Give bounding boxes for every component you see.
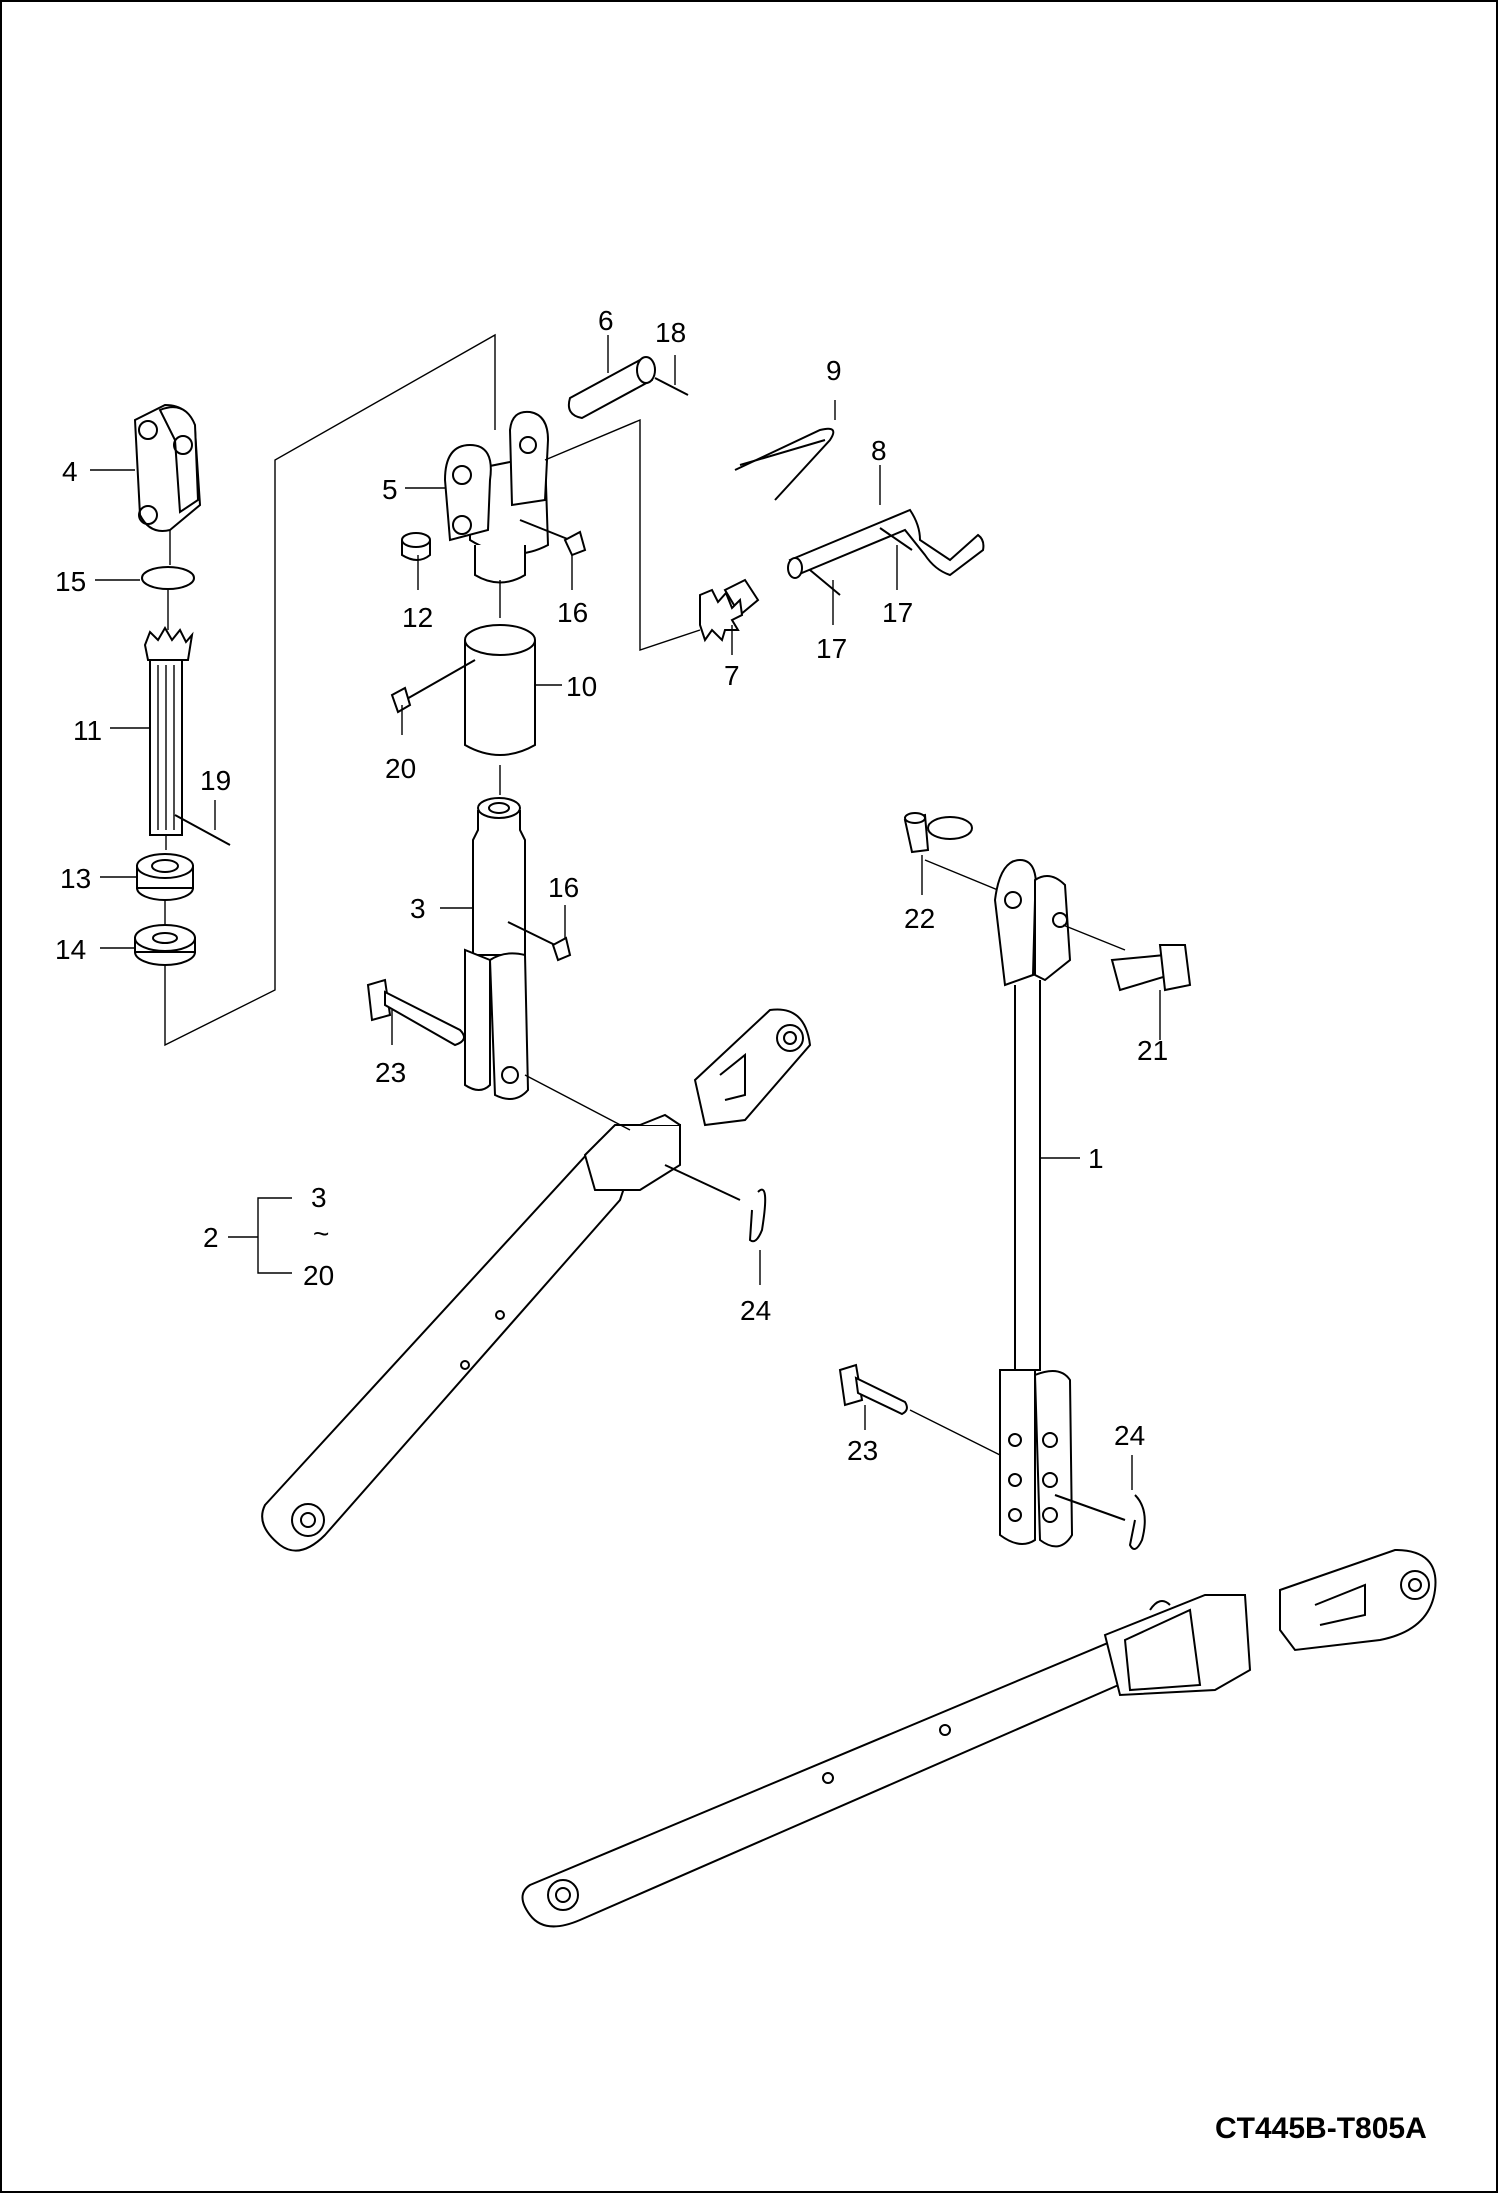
callout-8: 8 <box>871 435 887 466</box>
callout-24b: 24 <box>1114 1420 1145 1451</box>
callout-10: 10 <box>566 671 597 702</box>
callout-4: 4 <box>62 456 78 487</box>
callout-1: 1 <box>1088 1143 1104 1174</box>
callout-22: 22 <box>904 903 935 934</box>
part-8-crank-lever <box>787 508 985 579</box>
range-from: 3 <box>311 1182 327 1213</box>
callout-16b: 16 <box>548 872 579 903</box>
part-3-stem <box>464 797 530 1100</box>
part-1-lift-rod <box>993 858 1074 1548</box>
callout-9: 9 <box>826 355 842 386</box>
part-19-pin <box>174 814 231 846</box>
part-11-shaft <box>143 626 194 836</box>
callout-24a: 24 <box>740 1295 771 1326</box>
callout-19: 19 <box>200 765 231 796</box>
lower-link-right <box>521 1548 1437 1928</box>
part-13-nut <box>136 853 194 901</box>
leader-lines <box>90 335 1133 1490</box>
part-16-grease-fitting-top <box>519 519 587 557</box>
drawing-code: CT445B-T805A <box>1215 2112 1427 2145</box>
part-23-pin-left <box>366 978 465 1047</box>
part-18-pin <box>654 377 689 396</box>
callout-6: 6 <box>598 305 614 336</box>
callout-15: 15 <box>55 566 86 597</box>
callout-17b: 17 <box>816 633 847 664</box>
part-20-bolt <box>390 659 476 714</box>
part-9-wire-spring <box>734 427 835 501</box>
part-24-r-clip-right <box>1054 1494 1146 1550</box>
callout-20: 20 <box>385 753 416 784</box>
part-10-sleeve <box>464 624 536 756</box>
part-5-swivel <box>443 410 550 584</box>
callout-labels: 4 15 11 19 13 14 5 6 18 12 16 10 20 3 16… <box>55 305 1427 2145</box>
part-12-bushing <box>401 532 431 561</box>
part-23-pin-right <box>838 1363 908 1416</box>
callout-14: 14 <box>55 934 86 965</box>
part-21-pin <box>1062 924 1192 992</box>
callout-3: 3 <box>410 893 426 924</box>
callout-21: 21 <box>1137 1035 1168 1066</box>
assembly-bracket-left <box>164 333 496 1047</box>
callout-11: 11 <box>73 715 102 746</box>
part-17-pins <box>809 527 913 596</box>
part-7-gear <box>699 578 760 643</box>
part-14-bearing <box>134 924 196 966</box>
callout-23a: 23 <box>375 1057 406 1088</box>
callout-5: 5 <box>382 474 398 505</box>
part-4-yoke <box>133 403 202 532</box>
callout-18: 18 <box>655 317 686 348</box>
callout-7: 7 <box>724 660 740 691</box>
range-parent: 2 <box>203 1222 219 1253</box>
part-15-washer <box>141 566 195 590</box>
pin-guide-line <box>524 1074 631 1131</box>
assembly-bracket-right <box>544 418 701 651</box>
lower-link-left <box>261 1008 812 1552</box>
range-to: 20 <box>303 1260 334 1291</box>
part-6-pin <box>567 356 656 420</box>
callout-12: 12 <box>402 602 433 633</box>
part-24-r-clip-left <box>664 1164 767 1243</box>
callout-13: 13 <box>60 863 91 894</box>
range-symbol: ~ <box>313 1218 329 1249</box>
callout-16a: 16 <box>557 597 588 628</box>
part-22-pin <box>903 812 973 854</box>
callout-23b: 23 <box>847 1435 878 1466</box>
part-16-grease-fitting-mid <box>507 921 572 962</box>
callout-17a: 17 <box>882 597 913 628</box>
